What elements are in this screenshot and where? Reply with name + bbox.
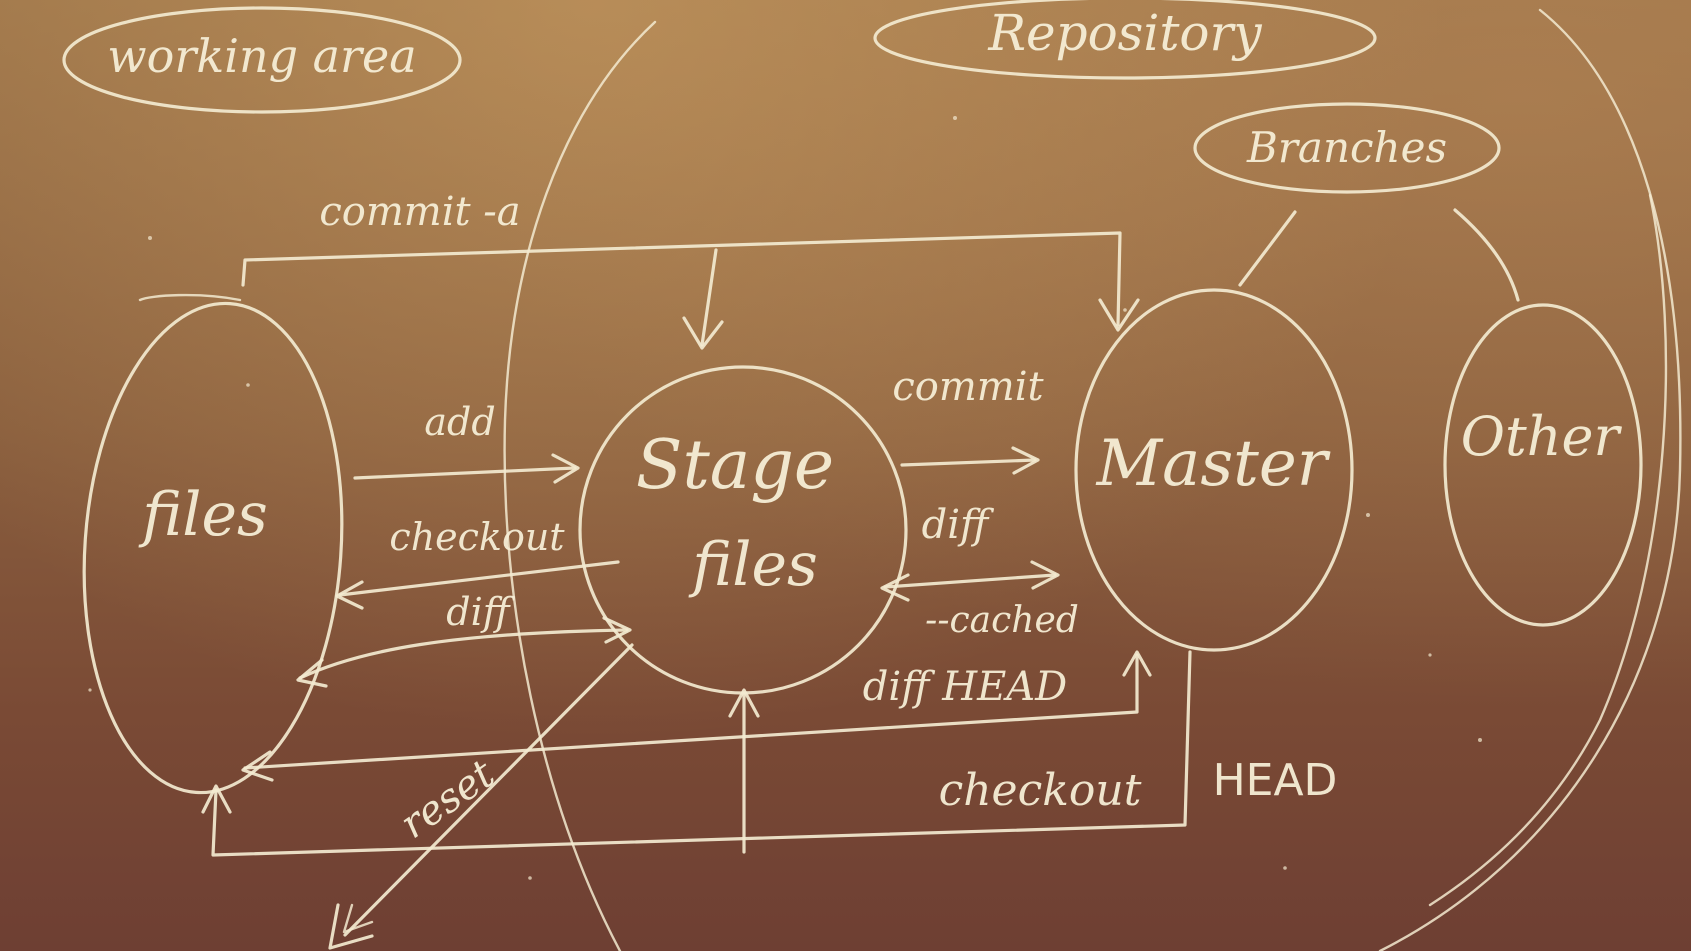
head-label: HEAD (1213, 755, 1338, 806)
add-arrowhead (551, 453, 580, 484)
commit-arrow (900, 458, 1037, 467)
files-node (82, 301, 344, 795)
stage-top-arrow (700, 248, 718, 347)
checkout-left-arrowhead (335, 580, 364, 610)
diff-left-arrow (298, 628, 629, 680)
working-area-ellipse (62, 6, 462, 114)
commit-label: commit (892, 364, 1044, 410)
add-arrow (353, 466, 577, 480)
diff-head-arrow (243, 653, 1139, 770)
stage-files-label: files (688, 530, 818, 600)
diff-head-label: diff HEAD (863, 664, 1068, 710)
working-area-label: working area (107, 29, 416, 83)
repository-label: Repository (987, 4, 1262, 62)
repository-ellipse (873, 0, 1377, 80)
repository-boundary-right-arc (1378, 8, 1682, 951)
repository-boundary-right-arc-2 (1428, 193, 1668, 907)
master-node (1074, 288, 1354, 652)
checkout-head-arrowhead-stage (728, 688, 760, 718)
branches-to-other-line (1453, 208, 1520, 302)
reset-arrowhead (328, 903, 374, 950)
diff-head-arrowhead-end (1122, 650, 1152, 677)
stage-top-arrowhead (682, 316, 724, 350)
diff-right-label: diff (922, 502, 995, 548)
diff-cached-arrowhead-end (1030, 560, 1060, 590)
repository-boundary-left-arc (503, 20, 657, 951)
checkout-bottom-label: checkout (939, 765, 1142, 816)
reset-arrowhead-inner (342, 903, 374, 934)
chalk-dust (88, 116, 1482, 880)
diff-cached-arrow (883, 573, 1057, 589)
commit-arrowhead (1011, 446, 1040, 475)
diff-left-arrowhead-start (296, 658, 328, 688)
add-label: add (424, 400, 495, 444)
reset-arrow (343, 643, 634, 937)
master-label: Master (1096, 427, 1331, 501)
other-label: Other (1461, 405, 1623, 468)
diff-left-arrowhead-end (602, 616, 632, 644)
stage-label: Stage (636, 426, 834, 505)
diff-cached-arrowhead-start (880, 573, 910, 602)
files-label: files (138, 480, 268, 550)
checkout-left-label: checkout (389, 515, 565, 559)
diff-cached-label: --cached (925, 600, 1079, 641)
commit-a-arrowhead (1098, 298, 1140, 332)
branches-label: Branches (1246, 123, 1447, 172)
diff-head-arrowhead-start (241, 750, 274, 782)
other-node (1443, 303, 1643, 627)
checkout-head-arrowhead-files (201, 784, 232, 814)
checkout-left-arrow (338, 560, 620, 597)
commit-a-arrow (241, 231, 1122, 327)
branches-to-master-line (1238, 210, 1297, 287)
diff-left-label: diff (446, 590, 515, 634)
files-node-top-stroke (138, 293, 242, 302)
branches-ellipse (1193, 102, 1501, 194)
commit-a-label: commit -a (319, 189, 520, 235)
checkout-head-line (211, 650, 1192, 857)
